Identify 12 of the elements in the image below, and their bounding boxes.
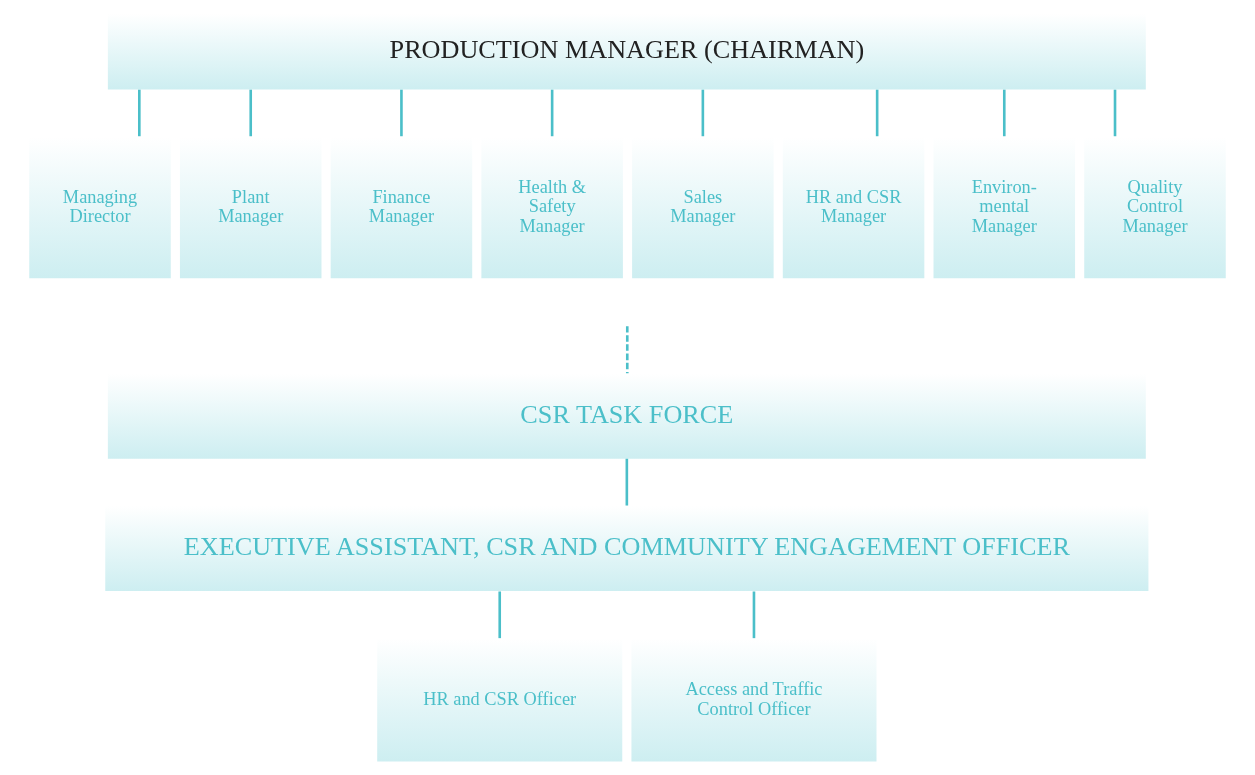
connector	[498, 591, 502, 639]
connector	[1113, 89, 1117, 137]
connector	[550, 89, 554, 137]
connector	[752, 591, 756, 639]
connector	[400, 89, 403, 137]
connector	[875, 89, 879, 137]
connector	[625, 458, 629, 506]
connector	[701, 89, 705, 137]
connector	[249, 89, 253, 137]
connector	[1002, 89, 1006, 137]
connector	[138, 89, 141, 137]
connector	[625, 326, 629, 374]
